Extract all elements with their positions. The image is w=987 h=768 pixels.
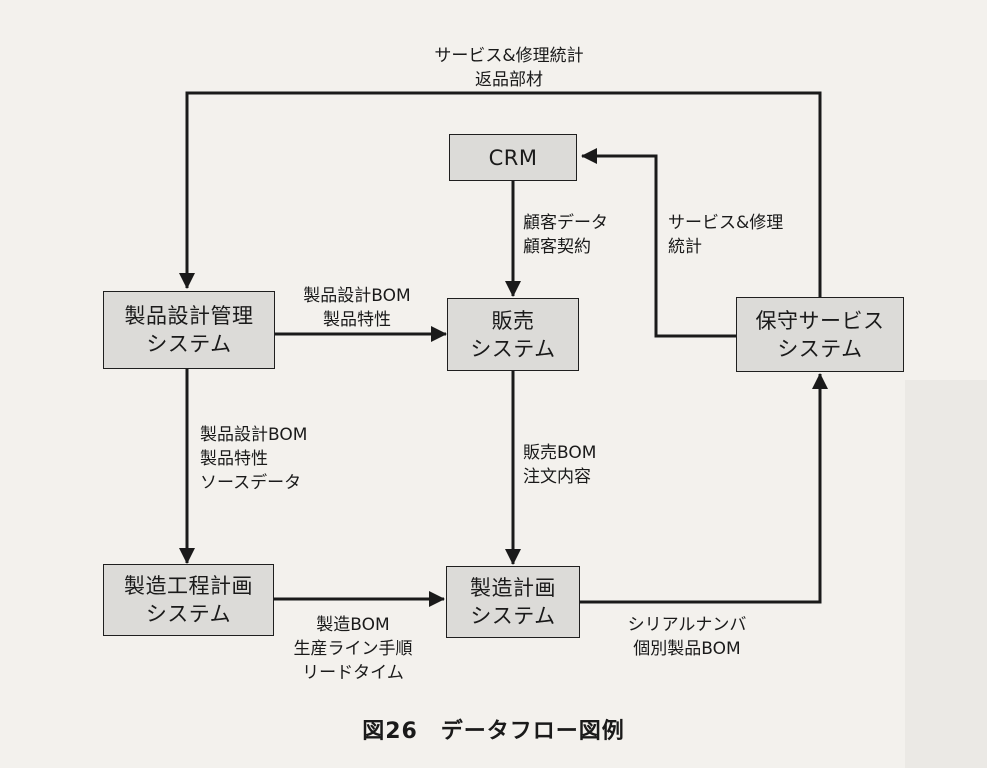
node-sales-line1: 販売	[491, 308, 535, 333]
node-maint-line1: 保守サービス	[755, 308, 885, 333]
label-crm-to-sales: 顧客データ 顧客契約	[523, 211, 608, 259]
label-production-to-maint-line2: 個別製品BOM	[633, 639, 741, 659]
label-design-to-process-line3: ソースデータ	[200, 473, 302, 493]
node-production-line1: 製造計画	[470, 576, 556, 600]
node-crm: CRM	[449, 134, 577, 181]
label-design-to-process: 製品設計BOM 製品特性 ソースデータ	[200, 423, 307, 495]
node-sales-line2: システム	[470, 336, 556, 361]
node-design-line2: システム	[146, 332, 232, 356]
label-maint-to-crm: サービス&修理 統計	[668, 211, 783, 259]
node-production-system: 製造計画 システム	[446, 566, 580, 638]
label-maint-to-crm-line2: 統計	[668, 237, 702, 257]
label-design-to-process-line1: 製品設計BOM	[200, 425, 308, 445]
node-sales-system: 販売 システム	[447, 298, 579, 371]
edge-top-loop	[179, 91, 822, 300]
node-maintenance-system: 保守サービス システム	[736, 297, 904, 372]
node-design-line1: 製品設計管理	[124, 304, 254, 328]
label-design-to-sales-line1: 製品設計BOM	[303, 286, 411, 306]
label-sales-to-production: 販売BOM 注文内容	[523, 441, 596, 489]
node-process-system: 製造工程計画 システム	[103, 564, 274, 636]
node-process-line2: システム	[145, 602, 232, 626]
label-crm-to-sales-line2: 顧客契約	[523, 237, 591, 257]
label-top-loop: サービス&修理統計 返品部材	[399, 44, 619, 92]
node-production-line2: システム	[470, 604, 556, 628]
label-design-to-sales: 製品設計BOM 製品特性	[282, 284, 432, 332]
figure-caption: 図26 データフロー図例	[362, 719, 625, 744]
label-design-to-sales-line2: 製品特性	[323, 310, 391, 330]
page-edge	[905, 380, 987, 768]
node-process-line1: 製造工程計画	[124, 574, 253, 598]
label-crm-to-sales-line1: 顧客データ	[523, 213, 608, 233]
label-top-loop-line1: サービス&修理統計	[434, 46, 584, 66]
edge-production-to-maint	[580, 373, 828, 604]
label-process-to-production-line2: 生産ライン手順	[293, 639, 413, 659]
label-production-to-maint-line1: シリアルナンバ	[627, 615, 747, 635]
label-design-to-process-line2: 製品特性	[200, 449, 268, 469]
edge-maint-to-crm	[581, 148, 738, 338]
label-maint-to-crm-line1: サービス&修理	[668, 213, 784, 233]
label-process-to-production: 製造BOM 生産ライン手順 リードタイム	[278, 613, 428, 685]
label-top-loop-line2: 返品部材	[475, 70, 543, 90]
label-process-to-production-line3: リードタイム	[302, 663, 404, 683]
node-crm-line1: CRM	[488, 145, 538, 170]
node-maint-line2: システム	[777, 336, 863, 361]
label-sales-to-production-line1: 販売BOM	[523, 443, 597, 463]
label-production-to-maint: シリアルナンバ 個別製品BOM	[612, 613, 762, 661]
label-process-to-production-line1: 製造BOM	[316, 615, 390, 635]
node-design-system: 製品設計管理 システム	[103, 291, 275, 369]
label-sales-to-production-line2: 注文内容	[523, 467, 591, 487]
